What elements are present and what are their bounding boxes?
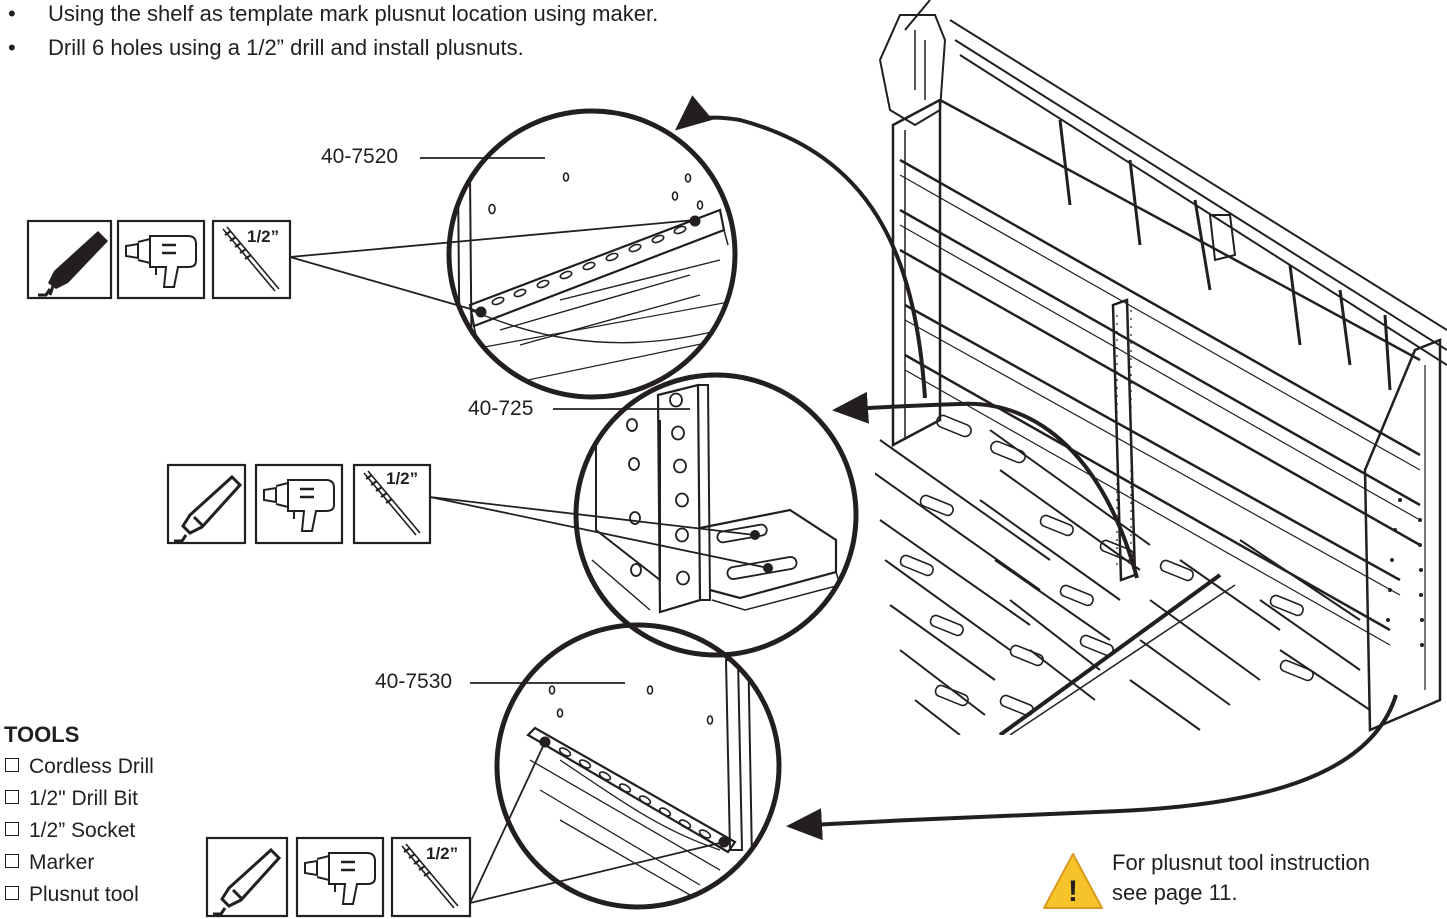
tool-item: Cordless Drill [4,754,154,786]
tools-list: Cordless Drill 1/2" Drill Bit 1/2” Socke… [4,754,154,914]
checkbox-icon [5,886,19,900]
checkbox-icon [5,822,19,836]
arrow-to-middle-detail [832,391,1139,579]
instruction-text: Drill 6 holes using a 1/2” drill and ins… [48,35,524,60]
bit-size-label: 1/2” [247,227,279,246]
bit-size-label: 1/2” [386,469,418,488]
tool-item: 1/2" Drill Bit [4,786,154,818]
icon-set-middle: 1/2” [166,463,432,545]
tool-label: Plusnut tool [29,883,139,906]
part-number-middle: 40-725 [468,397,534,420]
marker-icon [205,836,289,918]
tool-item: 1/2” Socket [4,818,154,850]
bullet: • [8,1,16,26]
bit-size-label: 1/2” [426,844,458,863]
bullet: • [8,35,16,60]
drill-bit-icon: 1/2” [390,836,472,918]
tool-item: Marker [4,850,154,882]
tool-item: Plusnut tool [4,882,154,914]
plusnut-note: For plusnut tool instruction see page 11… [1112,848,1370,908]
pointer-arrows [674,95,1398,841]
checkbox-icon [5,790,19,804]
tool-label: 1/2” Socket [29,819,136,842]
detail-circle-middle [573,372,859,658]
warning-icon: ! [1043,853,1103,909]
icon-set-top: 1/2” [26,219,292,300]
drill-icon [116,219,206,300]
arrow-to-bottom-detail [786,694,1398,841]
tool-label: 1/2" Drill Bit [29,787,138,810]
icon-set-bottom: 1/2” [205,836,472,918]
drill-icon [254,463,344,545]
checkbox-icon [5,854,19,868]
part-number-bottom: 40-7530 [375,670,453,693]
checkbox-icon [5,758,19,772]
note-line-1: For plusnut tool instruction [1112,850,1371,875]
note-line-2: see page 11. [1112,880,1238,905]
van-shelf-illustration [875,0,1447,735]
tool-label: Marker [29,851,95,874]
instruction-text: Using the shelf as template mark plusnut… [48,1,659,26]
detail-circle-top [446,108,738,400]
marker-icon [26,219,113,300]
icon-leaders [289,219,769,904]
drill-bit-icon: 1/2” [352,463,432,545]
detail-circle-bottom [494,622,782,910]
tools-heading: TOOLS [4,722,80,747]
part-number-top: 40-7520 [321,145,399,168]
tool-label: Cordless Drill [29,755,154,778]
arrow-to-top-detail [674,95,927,399]
drill-icon [295,836,385,918]
callout-leaders [420,157,690,684]
marker-icon [166,463,247,545]
drill-bit-icon: 1/2” [211,219,292,300]
warning-mark: ! [1068,875,1078,908]
